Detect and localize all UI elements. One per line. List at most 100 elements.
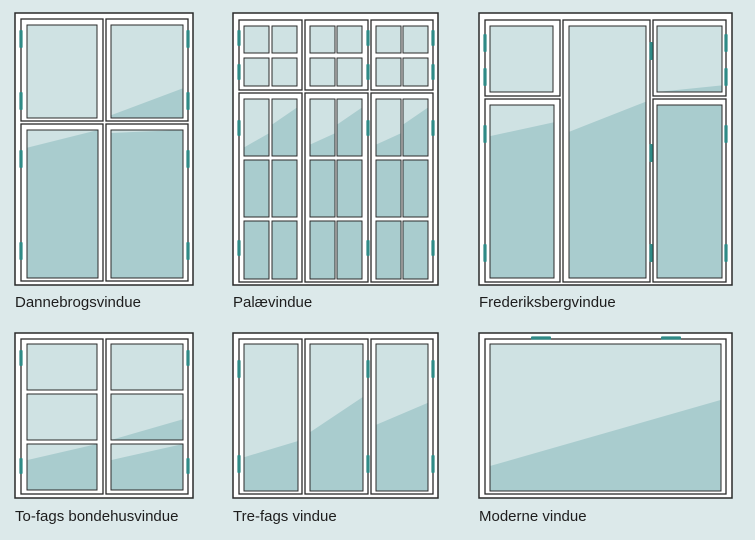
hinge <box>186 350 190 366</box>
hinge <box>724 125 728 143</box>
glass-shade <box>244 441 298 491</box>
glass-pane <box>375 25 402 54</box>
glass-outline <box>243 343 299 492</box>
glass-pane <box>110 343 184 391</box>
glass-outline <box>375 25 402 54</box>
hinge <box>186 458 190 474</box>
glass-shade <box>569 101 646 278</box>
hinge <box>237 455 241 473</box>
glass-pane <box>309 57 336 87</box>
hinge <box>237 120 241 136</box>
glass-shade <box>272 221 297 279</box>
glass-outline <box>375 57 402 87</box>
hinge <box>431 64 435 80</box>
caption-dannebrogsvindue: Dannebrogsvindue <box>15 294 141 311</box>
glass-outline <box>336 57 363 87</box>
hinge <box>431 455 435 473</box>
glass-pane <box>271 57 298 87</box>
glass-shade <box>337 221 362 279</box>
glass-outline <box>402 159 429 218</box>
hinge <box>237 64 241 80</box>
glass-outline <box>26 24 98 119</box>
glass-shade <box>244 133 269 156</box>
hinge <box>19 92 23 110</box>
glass-pane <box>375 57 402 87</box>
glass-shade <box>403 221 428 279</box>
hinge <box>186 30 190 48</box>
glass-outline <box>336 25 363 54</box>
glass-shade <box>272 160 297 217</box>
hinge <box>431 120 435 136</box>
glass-outline <box>271 98 298 157</box>
glass-shade <box>337 160 362 217</box>
hinge <box>649 42 653 60</box>
glass-outline <box>271 57 298 87</box>
glass-outline <box>656 104 723 279</box>
hinge <box>483 244 487 262</box>
glass-shade <box>111 444 183 490</box>
hinge <box>724 34 728 52</box>
caption-moderne-vindue: Moderne vindue <box>479 508 587 525</box>
hinge <box>649 144 653 162</box>
glass-shade <box>376 133 401 156</box>
hinge <box>186 150 190 168</box>
glass-shade <box>111 419 183 440</box>
glass-outline <box>402 98 429 157</box>
palaevindue-illustration <box>232 12 439 286</box>
frederiksbergvindue-illustration <box>478 12 733 286</box>
caption-frederiksbergvindue: Frederiksbergvindue <box>479 294 616 311</box>
hinge <box>366 30 370 46</box>
caption-to-fags-bondehusvindue: To-fags bondehusvindue <box>15 508 179 525</box>
hinge <box>431 30 435 46</box>
hinge <box>366 120 370 136</box>
glass-pane <box>26 343 98 391</box>
glass-outline <box>375 343 429 492</box>
glass-outline <box>656 25 723 93</box>
hinge <box>661 336 681 340</box>
glass-outline <box>271 220 298 280</box>
glass-shade <box>111 88 183 118</box>
glass-shade <box>27 130 98 278</box>
glass-shade <box>376 160 401 217</box>
glass-outline <box>375 98 402 157</box>
hinge <box>724 244 728 262</box>
glass-outline <box>243 57 270 87</box>
glass-outline <box>26 443 98 491</box>
hinge <box>186 92 190 110</box>
glass-shade <box>111 130 183 278</box>
glass-outline <box>26 343 98 391</box>
hinge <box>186 242 190 260</box>
hinge <box>19 242 23 260</box>
glass-outline <box>402 57 429 87</box>
glass-pane <box>402 25 429 54</box>
glass-shade <box>244 221 269 279</box>
glass-outline <box>243 220 270 280</box>
glass-pane <box>243 57 270 87</box>
glass-shade <box>376 221 401 279</box>
hinge <box>366 360 370 378</box>
glass-shade <box>244 160 269 217</box>
glass-shade <box>657 85 722 92</box>
glass-shade <box>272 107 297 156</box>
glass-outline <box>489 25 554 93</box>
glass-outline <box>568 25 647 279</box>
to-fags-bondehusvindue-illustration <box>14 332 194 499</box>
hinge <box>724 68 728 86</box>
hinge <box>19 458 23 474</box>
hinge <box>366 64 370 80</box>
glass-pane <box>243 25 270 54</box>
glass-outline <box>110 393 184 441</box>
glass-outline <box>26 393 98 441</box>
caption-tre-fags-vindue: Tre-fags vindue <box>233 508 337 525</box>
glass-shade <box>376 402 428 491</box>
hinge <box>649 244 653 262</box>
glass-outline <box>243 159 270 218</box>
glass-outline <box>26 129 99 279</box>
glass-shade <box>310 221 335 279</box>
glass-outline <box>243 25 270 54</box>
glass-shade <box>403 160 428 217</box>
glass-outline <box>402 25 429 54</box>
glass-outline <box>271 159 298 218</box>
